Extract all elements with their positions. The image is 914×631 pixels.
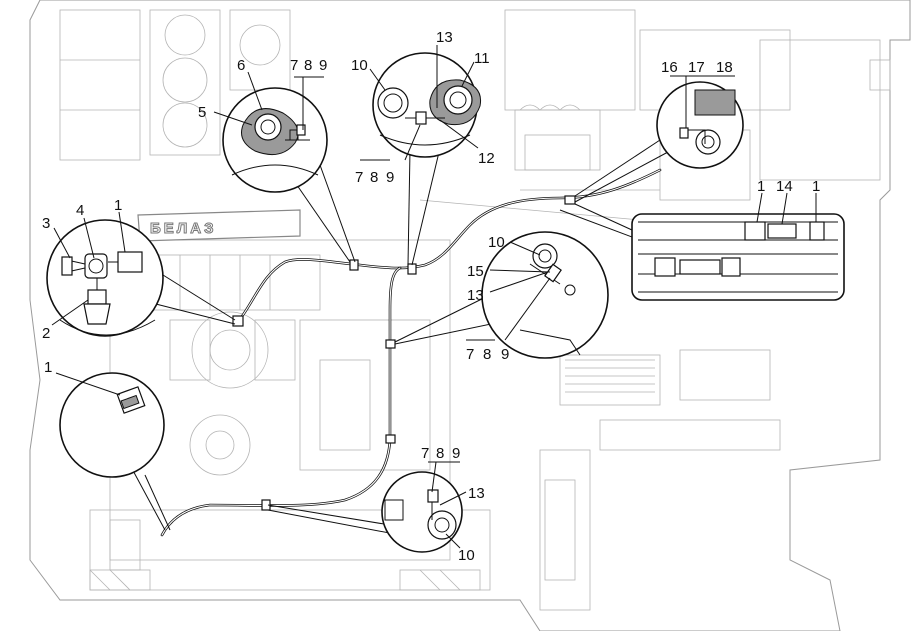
belaz-logo: БЕЛАЗ bbox=[137, 209, 301, 242]
detail-callout-13-10 bbox=[381, 471, 463, 553]
label-8d: 8 bbox=[436, 445, 444, 462]
detail-callout-1-lower bbox=[59, 372, 165, 478]
label-17: 17 bbox=[688, 59, 705, 76]
detail-callout-1-4 bbox=[46, 219, 164, 337]
label-4: 4 bbox=[76, 202, 84, 219]
label-8b: 8 bbox=[370, 169, 378, 186]
label-10a: 10 bbox=[351, 57, 368, 74]
label-16: 16 bbox=[661, 59, 678, 76]
label-9d: 9 bbox=[452, 445, 460, 462]
reference-numbers: 5 6 7 8 9 10 13 11 12 7 8 9 16 17 18 3 4… bbox=[42, 29, 820, 564]
label-leaders bbox=[51, 45, 817, 549]
label-1b: 1 bbox=[757, 178, 765, 195]
label-7a: 7 bbox=[290, 57, 298, 74]
label-12: 12 bbox=[478, 150, 495, 167]
label-7d: 7 bbox=[421, 445, 429, 462]
detail-callout-14 bbox=[631, 213, 845, 301]
label-9b: 9 bbox=[386, 169, 394, 186]
label-1d: 1 bbox=[44, 359, 52, 376]
machine-background bbox=[29, 0, 911, 631]
label-5: 5 bbox=[198, 104, 206, 121]
detail-callout-5-6 bbox=[222, 87, 328, 193]
label-14: 14 bbox=[776, 178, 793, 195]
label-3: 3 bbox=[42, 215, 50, 232]
detail-callout-10-11 bbox=[372, 52, 482, 158]
label-18: 18 bbox=[716, 59, 733, 76]
label-2: 2 bbox=[42, 325, 50, 342]
label-13c: 13 bbox=[468, 485, 485, 502]
label-8a: 8 bbox=[304, 57, 312, 74]
label-11: 11 bbox=[474, 50, 490, 67]
label-13b: 13 bbox=[467, 287, 484, 304]
label-7c: 7 bbox=[466, 346, 474, 363]
label-7b: 7 bbox=[355, 169, 363, 186]
label-10b: 10 bbox=[488, 234, 505, 251]
detail-callout-16-18 bbox=[656, 81, 744, 169]
label-1c: 1 bbox=[812, 178, 820, 195]
label-13a: 13 bbox=[436, 29, 453, 46]
label-6: 6 bbox=[237, 57, 245, 74]
brand-text: БЕЛАЗ bbox=[150, 220, 217, 237]
callout-leaders bbox=[129, 139, 669, 536]
label-10c: 10 bbox=[458, 547, 475, 564]
label-9a: 9 bbox=[319, 57, 327, 74]
main-hose bbox=[160, 168, 662, 537]
hose-section-icon bbox=[254, 113, 282, 141]
label-1a: 1 bbox=[114, 197, 122, 214]
label-8c: 8 bbox=[483, 346, 491, 363]
detail-callout-15 bbox=[481, 231, 609, 359]
label-15: 15 bbox=[467, 263, 484, 280]
label-9c: 9 bbox=[501, 346, 509, 363]
